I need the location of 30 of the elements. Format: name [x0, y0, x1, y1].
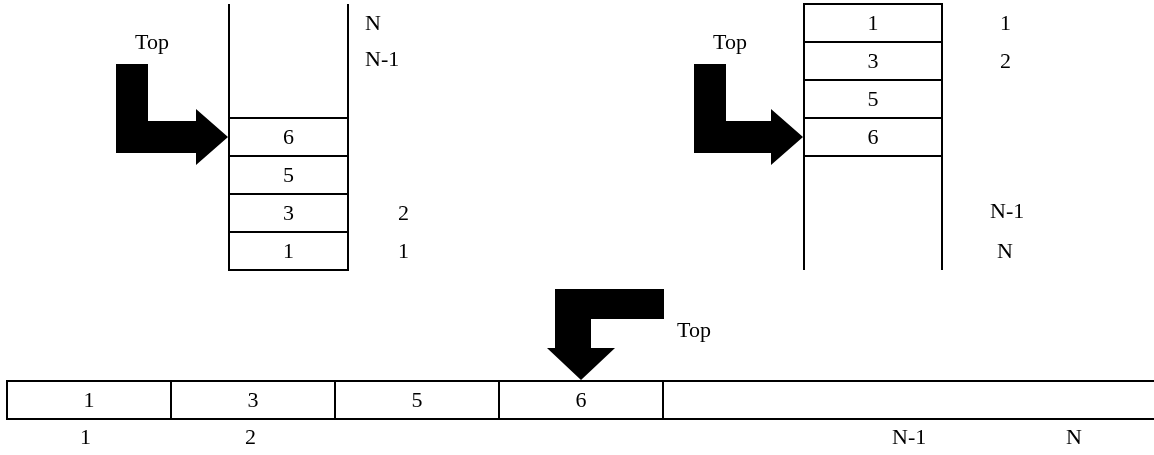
index-label: N-1: [365, 48, 400, 70]
index-label: 2: [245, 426, 256, 448]
index-label: 1: [398, 240, 409, 262]
index-label: 2: [1000, 50, 1011, 72]
index-label: N: [1066, 426, 1082, 448]
index-label: N: [997, 240, 1013, 262]
index-label: 2: [398, 202, 409, 224]
stack-cell: 5: [334, 380, 500, 420]
block-arrow: [694, 64, 803, 165]
stack-cell: 6: [803, 117, 943, 157]
stack-cell: 3: [803, 41, 943, 81]
index-label: 1: [80, 426, 91, 448]
stack-cell: 1: [6, 380, 172, 420]
block-arrow: [116, 64, 228, 165]
stack-cell: 5: [228, 155, 349, 195]
top-pointer-label: Top: [668, 316, 720, 344]
index-label: N-1: [990, 200, 1025, 222]
top-pointer-label: Top: [126, 28, 178, 56]
top-pointer-label: Top: [704, 28, 756, 56]
index-label: N: [365, 12, 381, 34]
stack-cell: 3: [228, 193, 349, 233]
index-label: 1: [1000, 12, 1011, 34]
stack-cell: 5: [803, 79, 943, 119]
index-label: N-1: [892, 426, 927, 448]
stack-cell: 3: [170, 380, 336, 420]
stack-cell: 1: [228, 231, 349, 271]
block-arrow: [547, 289, 664, 380]
stack-cell: 1: [803, 3, 943, 43]
stack-cell: 6: [228, 117, 349, 157]
stack-cell: 6: [498, 380, 664, 420]
